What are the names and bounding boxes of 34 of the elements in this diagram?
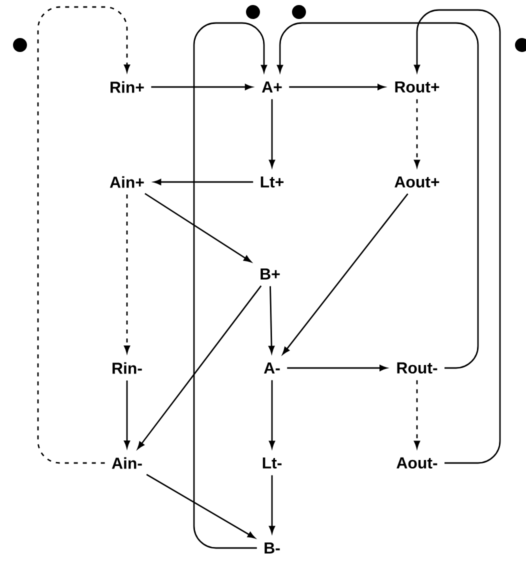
arrow — [37, 6, 130, 464]
signal-label: Rin+ — [110, 81, 144, 93]
arrow — [151, 84, 252, 90]
arrow — [154, 178, 254, 186]
arrow — [144, 192, 252, 262]
arrow — [268, 286, 275, 354]
signal-label: B- — [264, 542, 280, 554]
signal-label: A+ — [262, 82, 282, 92]
arrow — [137, 285, 262, 450]
signal-label: Ain+ — [110, 176, 144, 188]
signal-label: B+ — [260, 268, 280, 280]
signal-label: Ain- — [112, 457, 142, 469]
signal-label: Lt+ — [260, 176, 284, 188]
arrow — [289, 84, 386, 90]
signal-label: Lt- — [262, 457, 282, 469]
arrow — [276, 22, 479, 369]
arrow — [414, 9, 501, 464]
arrow — [124, 194, 130, 354]
arrow — [268, 475, 276, 534]
arrow — [193, 22, 268, 549]
arrow — [268, 99, 276, 168]
arrow — [146, 474, 256, 538]
signal-label: Rin- — [112, 362, 142, 374]
signal-label: A- — [264, 362, 280, 374]
arrow — [414, 380, 420, 448]
arrow — [124, 380, 130, 448]
signal-label: Aout+ — [394, 176, 440, 188]
arrow — [287, 364, 388, 372]
arrow — [282, 193, 408, 354]
arrow — [414, 99, 420, 168]
signal-label: Rout- — [397, 362, 438, 374]
signal-label: Aout- — [396, 457, 438, 469]
arrow — [268, 380, 276, 448]
signal-label: Rout+ — [395, 81, 440, 93]
